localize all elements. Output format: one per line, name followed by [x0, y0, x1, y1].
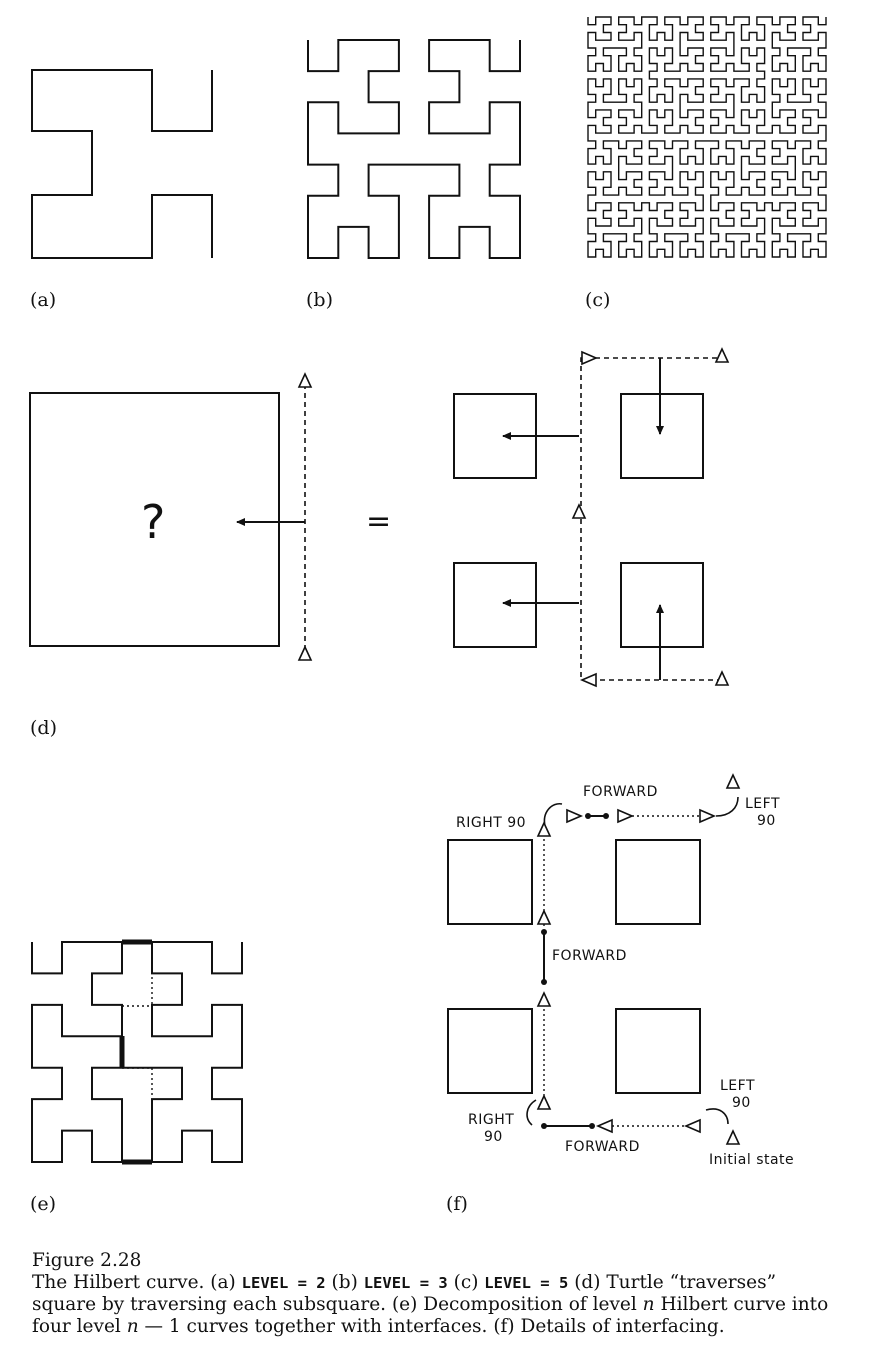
- turtle-icon: [579, 672, 597, 688]
- turtle-icon: [683, 1118, 701, 1134]
- caption-text: The Hilbert curve. (a) LEVEL = 2 (b) LEV…: [32, 1272, 829, 1337]
- panel-label-e: (e): [30, 1193, 57, 1215]
- turtle-icon: [581, 350, 599, 366]
- equals-sign: =: [366, 504, 391, 539]
- turtle-icon: [714, 670, 730, 686]
- turtle-icon: [699, 808, 717, 824]
- forward-label-middle: FORWARD: [552, 948, 627, 964]
- panel-label-a: (a): [30, 289, 57, 311]
- turtle-icon: [297, 645, 313, 661]
- panel-d-whole-square: ?: [29, 372, 313, 661]
- initial-state-label: Initial state: [709, 1152, 794, 1168]
- turtle-icon: [536, 821, 552, 837]
- turtle-icon: [297, 372, 313, 388]
- turtle-icon: [536, 991, 552, 1007]
- right-90-label-bottom: 90: [484, 1129, 503, 1145]
- panel-label-f: (f): [446, 1193, 468, 1215]
- turtle-icon: [536, 909, 552, 925]
- panel-label-d: (d): [30, 717, 57, 739]
- turtle-icon: [571, 503, 587, 519]
- right-90-label-top: RIGHT 90: [456, 815, 526, 831]
- left-90-label-bottom: 90: [732, 1095, 751, 1111]
- hilbert-curve-level-2: [31, 69, 213, 259]
- forward-label-top: FORWARD: [583, 784, 658, 800]
- interface-segments: [119, 939, 153, 1165]
- turtle-icon: [725, 1129, 741, 1145]
- turtle-icon: [595, 1118, 613, 1134]
- turtle-icon: [536, 1094, 552, 1110]
- turtle-icon: [617, 808, 635, 824]
- hilbert-curve-decomposition: [31, 941, 243, 1163]
- turtle-icon: [714, 347, 730, 363]
- panel-f-subsquares: [447, 839, 701, 1094]
- hilbert-curve-level-3: [307, 39, 521, 259]
- question-mark: ?: [141, 495, 165, 549]
- left-label-top: LEFT: [745, 796, 780, 812]
- panel-f-turtles: [536, 773, 741, 1145]
- figure-number: Figure 2.28: [32, 1250, 142, 1271]
- figure-canvas: ? =: [29, 16, 827, 1168]
- hilbert-curve-level-5: [587, 16, 827, 258]
- left-label-bottom: LEFT: [720, 1078, 755, 1094]
- turtle-icon: [566, 808, 584, 824]
- panel-label-c: (c): [585, 289, 611, 311]
- panel-label-b: (b): [306, 289, 333, 311]
- panel-d-subsquares: [453, 347, 730, 688]
- turtle-icon: [725, 773, 741, 789]
- left-90-label-top: 90: [757, 813, 776, 829]
- figure-caption: Figure 2.28 The Hilbert curve. (a) LEVEL…: [32, 1250, 842, 1338]
- right-label-bottom: RIGHT: [468, 1112, 514, 1128]
- forward-label-bottom: FORWARD: [565, 1139, 640, 1155]
- panel-f-dots: [541, 813, 609, 1129]
- panel-f-annotations: FORWARD RIGHT 90 LEFT 90 FORWARD RIGHT 9…: [456, 784, 794, 1168]
